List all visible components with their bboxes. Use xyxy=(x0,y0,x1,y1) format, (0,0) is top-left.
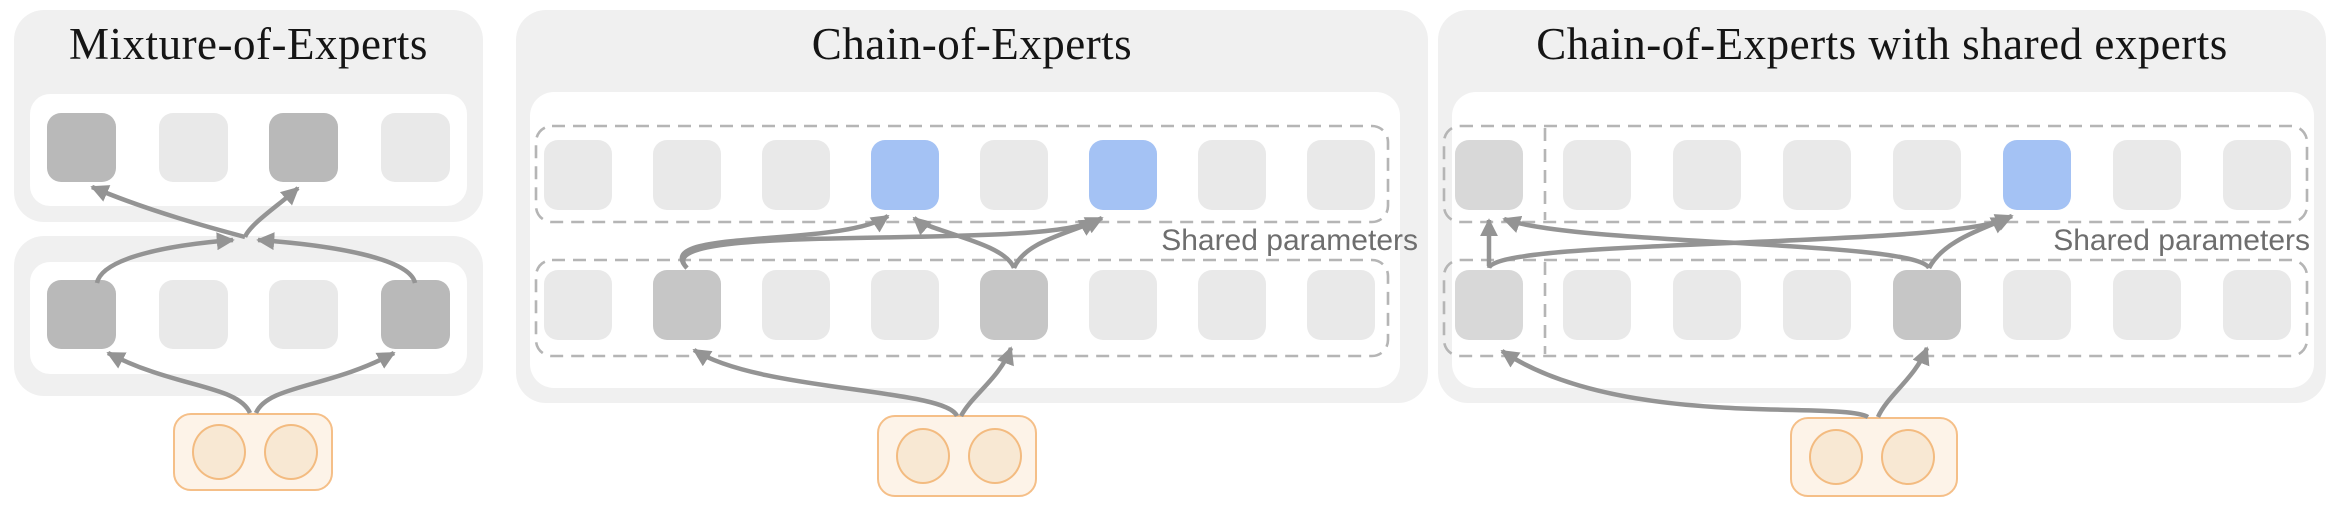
expert-square-shared xyxy=(1455,270,1523,340)
shared-parameters-label: Shared parameters xyxy=(1161,224,1418,257)
expert-square-idle xyxy=(269,280,338,349)
expert-square-idle xyxy=(653,140,721,210)
token-circle xyxy=(1881,429,1935,485)
expert-square-idle xyxy=(2223,270,2291,340)
expert-square-idle xyxy=(1198,270,1266,340)
expert-square-active xyxy=(269,113,338,182)
token-circle xyxy=(192,424,246,480)
expert-square-selected-blue xyxy=(871,140,939,210)
expert-square-idle xyxy=(159,113,228,182)
expert-square-idle xyxy=(762,270,830,340)
expert-square-idle xyxy=(1307,140,1375,210)
expert-square-routed xyxy=(653,270,721,340)
expert-square-active xyxy=(47,280,116,349)
expert-square-idle xyxy=(1563,140,1631,210)
shared-parameters-label: Shared parameters xyxy=(2053,224,2310,257)
expert-square-idle xyxy=(1673,270,1741,340)
expert-square-selected-blue xyxy=(1089,140,1157,210)
expert-square-idle xyxy=(871,270,939,340)
expert-square-idle xyxy=(1893,140,1961,210)
expert-square-idle xyxy=(2003,270,2071,340)
expert-square-idle xyxy=(762,140,830,210)
token-circle xyxy=(1809,429,1863,485)
expert-square-idle xyxy=(1198,140,1266,210)
expert-square-idle xyxy=(544,140,612,210)
coe-shared-token-pair xyxy=(1790,417,1958,497)
expert-square-idle xyxy=(1673,140,1741,210)
expert-square-idle xyxy=(1307,270,1375,340)
panel-title-coe-shared: Chain-of-Experts with shared experts xyxy=(1536,19,2228,69)
expert-square-idle xyxy=(980,140,1048,210)
panel-title-coe: Chain-of-Experts xyxy=(811,19,1133,69)
expert-square-idle xyxy=(1563,270,1631,340)
expert-square-routed xyxy=(980,270,1048,340)
expert-square-idle xyxy=(381,113,450,182)
expert-square-idle xyxy=(2113,270,2181,340)
expert-square-idle xyxy=(2113,140,2181,210)
token-circle xyxy=(968,428,1022,484)
expert-square-active xyxy=(381,280,450,349)
expert-square-shared xyxy=(1455,140,1523,210)
expert-square-active xyxy=(47,113,116,182)
expert-square-idle xyxy=(544,270,612,340)
expert-square-idle xyxy=(2223,140,2291,210)
token-circle xyxy=(264,424,318,480)
expert-square-idle xyxy=(159,280,228,349)
moe-token-pair xyxy=(173,413,333,491)
expert-square-idle xyxy=(1089,270,1157,340)
expert-square-idle xyxy=(1783,270,1851,340)
token-circle xyxy=(896,428,950,484)
expert-square-routed xyxy=(1893,270,1961,340)
expert-square-selected-blue xyxy=(2003,140,2071,210)
panel-title-moe: Mixture-of-Experts xyxy=(69,19,428,69)
expert-square-idle xyxy=(1783,140,1851,210)
coe-token-pair xyxy=(877,415,1037,497)
